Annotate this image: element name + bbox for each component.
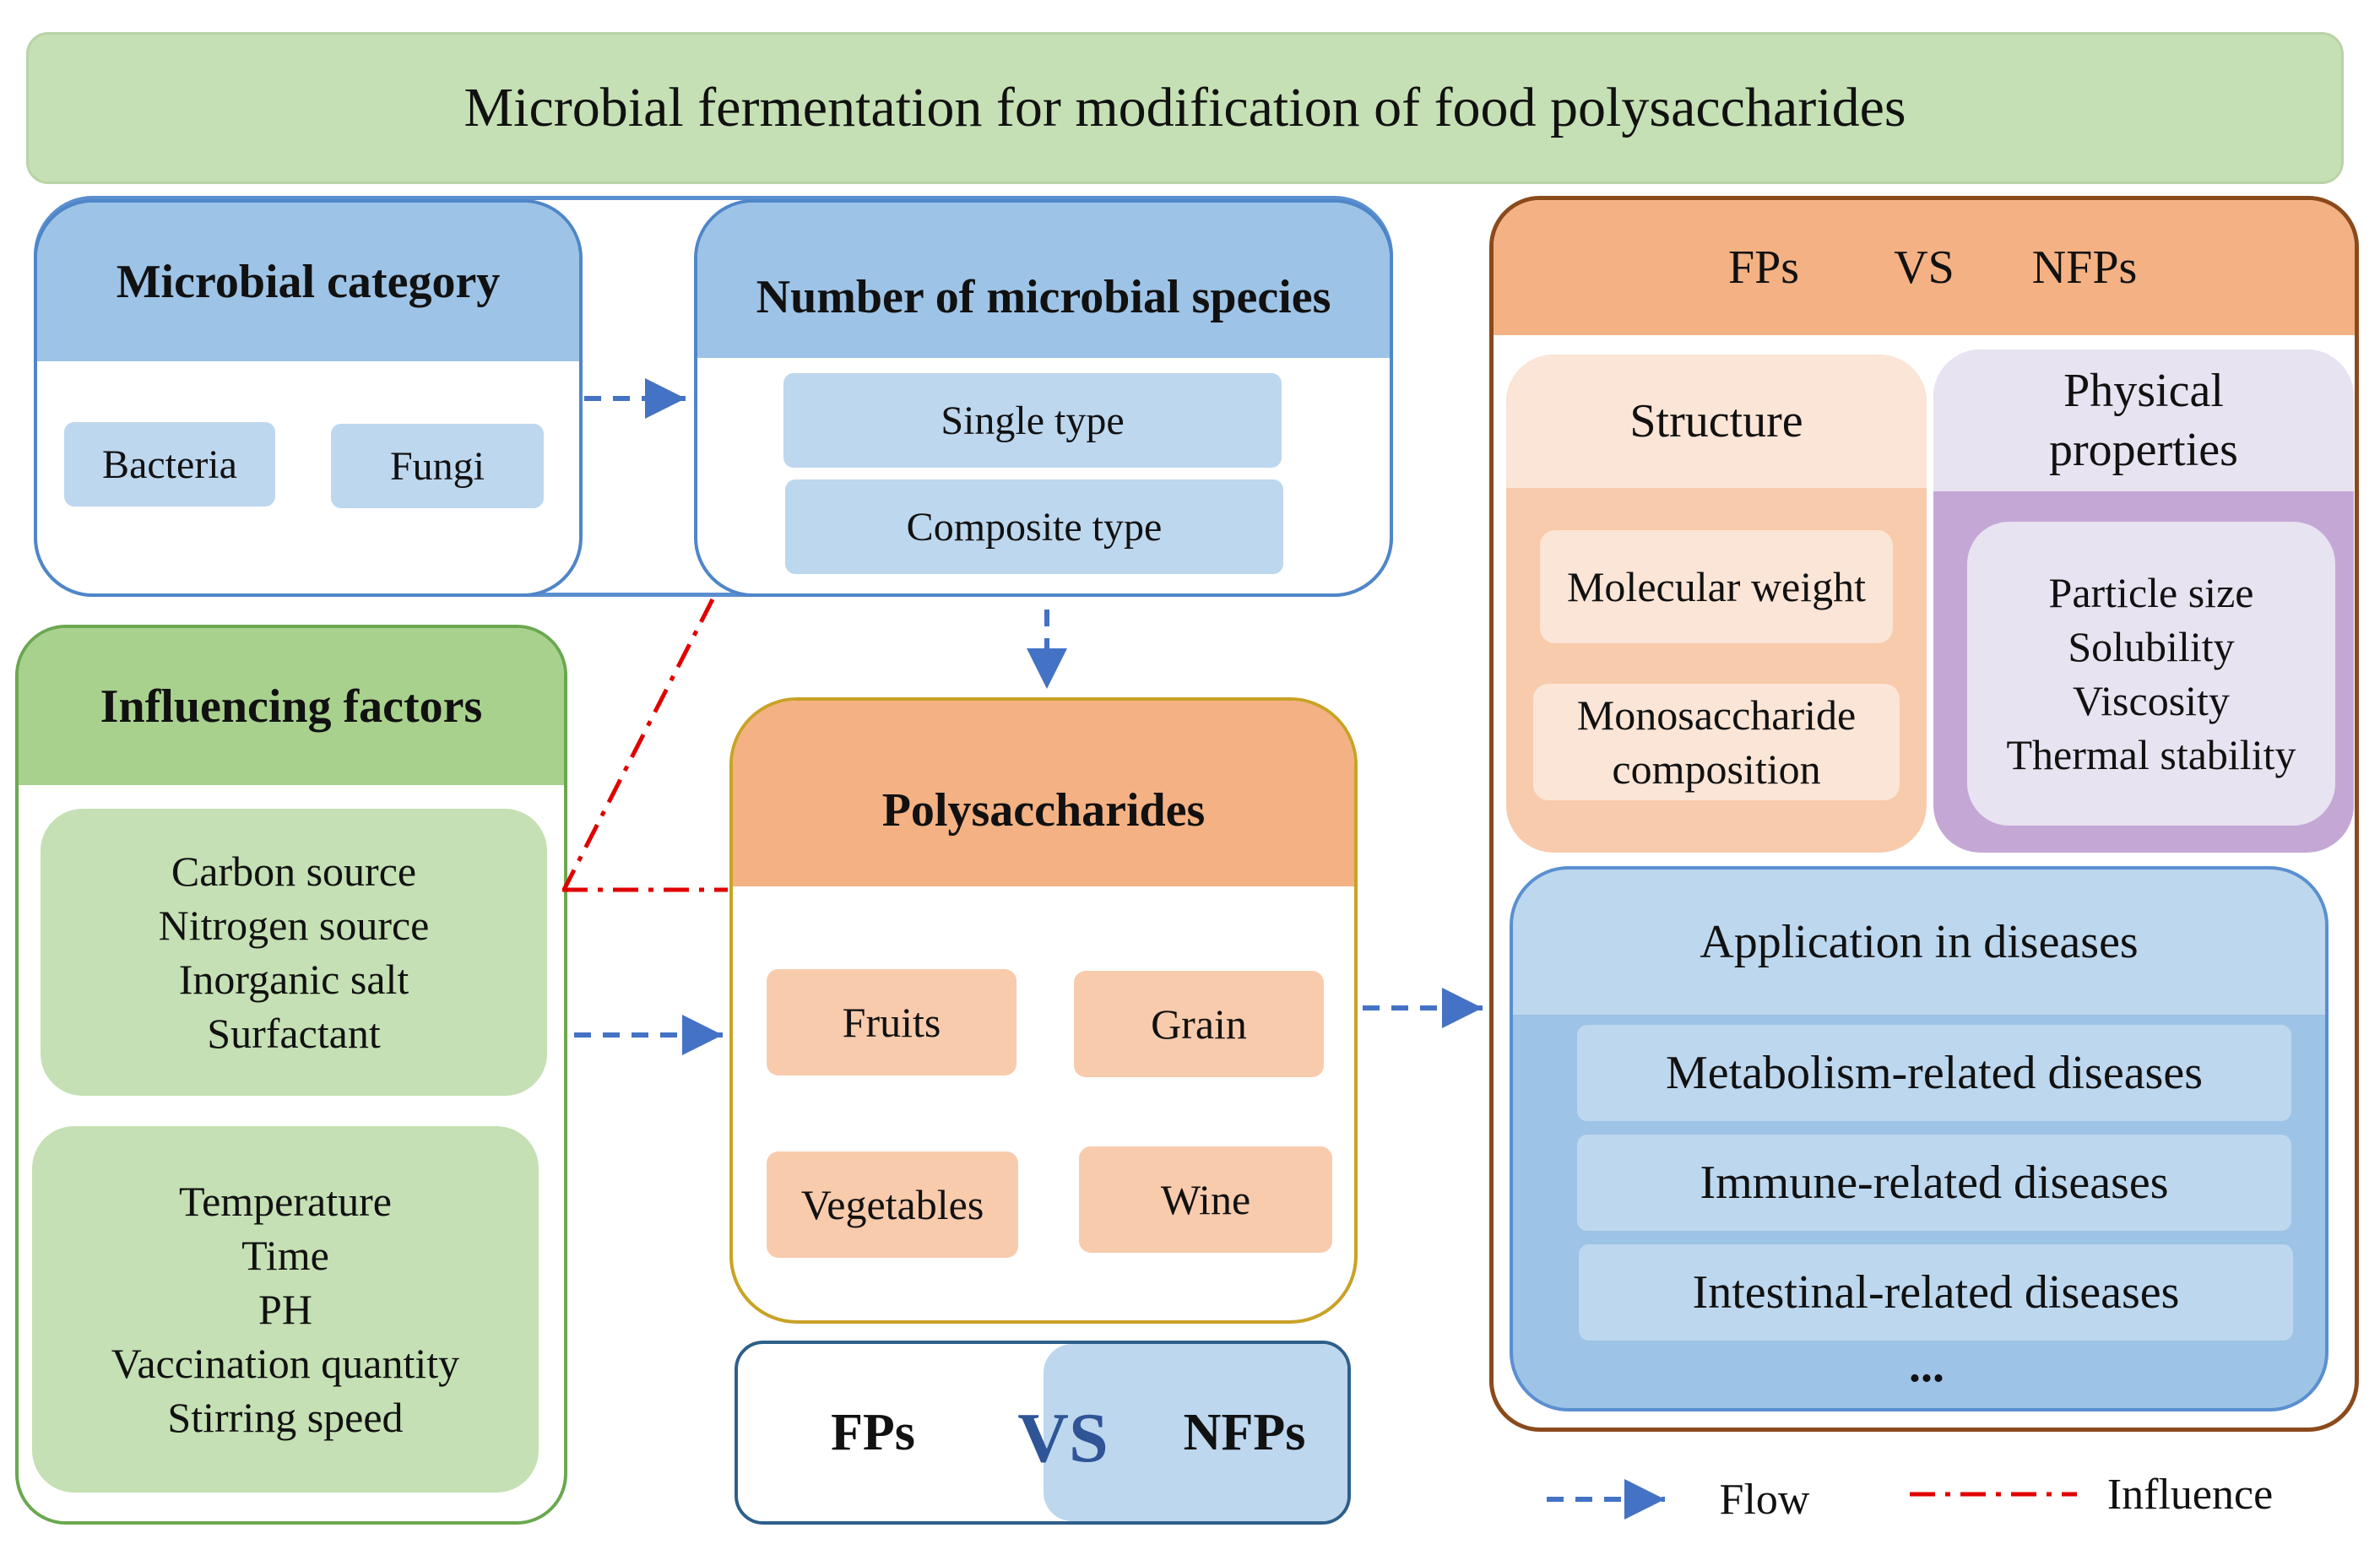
chip-fungi: Fungi bbox=[331, 424, 544, 508]
disease-metabolism: Metabolism-related diseases bbox=[1577, 1025, 2291, 1121]
property-item: Thermal stability bbox=[2006, 731, 2296, 778]
factor-item: Temperature bbox=[179, 1178, 392, 1225]
vs-left-label: FPs bbox=[831, 1403, 915, 1461]
legend-flow-label: Flow bbox=[1719, 1475, 1810, 1524]
application-card: Application in diseases Metabolism-relat… bbox=[1510, 866, 2328, 1411]
vs-right-label: NFPs bbox=[1183, 1403, 1306, 1461]
disease-intestinal: Intestinal-related diseases bbox=[1579, 1244, 2293, 1341]
factor-item: Vaccination quantity bbox=[111, 1340, 460, 1387]
diagram-title: Microbial fermentation for modification … bbox=[464, 77, 1906, 138]
chip-grain: Grain bbox=[1074, 971, 1324, 1077]
microbial-species-heading: Number of microbial species bbox=[697, 203, 1390, 358]
physical-properties-list: Particle size Solubility Viscosity Therm… bbox=[1967, 522, 2335, 826]
property-item: Particle size bbox=[2048, 569, 2254, 616]
structure-item-monosaccharide: Monosaccharide composition bbox=[1533, 684, 1900, 800]
chip-fruits: Fruits bbox=[767, 969, 1017, 1075]
comparison-header: FPs VS NFPs bbox=[1494, 200, 2355, 335]
header-nfps: NFPs bbox=[2031, 241, 2138, 294]
chip-single-type: Single type bbox=[783, 373, 1282, 468]
factors-group-conditions: Temperature Time PH Vaccination quantity… bbox=[32, 1126, 539, 1493]
chip-bacteria: Bacteria bbox=[64, 422, 275, 507]
structure-card: Structure Molecular weight Monosaccharid… bbox=[1506, 355, 1927, 853]
fps-vs-nfps-box: FPs VS NFPs bbox=[735, 1341, 1351, 1525]
physical-properties-card: Physical properties Particle size Solubi… bbox=[1933, 349, 2354, 853]
factor-item: Inorganic salt bbox=[178, 956, 409, 1003]
microbial-category-heading: Microbial category bbox=[37, 203, 579, 361]
application-heading: Application in diseases bbox=[1513, 870, 2325, 1015]
vs-label: VS bbox=[1017, 1398, 1109, 1477]
chip-composite-type: Composite type bbox=[785, 480, 1283, 574]
influencing-factors-card: Influencing factors Carbon source Nitrog… bbox=[15, 625, 567, 1525]
factor-item: Time bbox=[241, 1232, 329, 1279]
microbial-category-card: Microbial category Bacteria Fungi bbox=[34, 199, 583, 597]
influencing-factors-heading: Influencing factors bbox=[19, 628, 564, 785]
header-vs: VS bbox=[1894, 241, 1954, 294]
disease-immune: Immune-related diseases bbox=[1577, 1135, 2291, 1231]
factor-item: Nitrogen source bbox=[158, 902, 430, 949]
legend-influence-label: Influence bbox=[2106, 1470, 2274, 1519]
factor-item: Carbon source bbox=[171, 848, 417, 895]
factor-item: Surfactant bbox=[207, 1010, 381, 1057]
vs-right-shade bbox=[1044, 1344, 1347, 1521]
factor-item: PH bbox=[258, 1286, 312, 1333]
physical-properties-heading: Physical properties bbox=[1933, 349, 2354, 491]
disease-ellipsis: ... bbox=[1909, 1340, 1944, 1392]
polysaccharides-card: Polysaccharides Fruits Grain Vegetables … bbox=[729, 697, 1358, 1324]
property-item: Viscosity bbox=[2073, 677, 2230, 724]
structure-heading: Structure bbox=[1506, 355, 1927, 488]
chip-wine: Wine bbox=[1079, 1146, 1332, 1253]
property-item: Solubility bbox=[2068, 623, 2235, 670]
polysaccharides-heading: Polysaccharides bbox=[733, 701, 1354, 886]
factor-item: Stirring speed bbox=[167, 1394, 404, 1441]
microbial-species-card: Number of microbial species Single type … bbox=[694, 199, 1393, 597]
factors-group-nutrients: Carbon source Nitrogen source Inorganic … bbox=[41, 809, 547, 1096]
influence-line-to-species bbox=[561, 598, 715, 891]
title-banner: Microbial fermentation for modification … bbox=[26, 32, 2344, 184]
structure-item-molecular-weight: Molecular weight bbox=[1540, 530, 1893, 643]
header-fps: FPs bbox=[1727, 241, 1800, 294]
chip-vegetables: Vegetables bbox=[767, 1151, 1018, 1258]
